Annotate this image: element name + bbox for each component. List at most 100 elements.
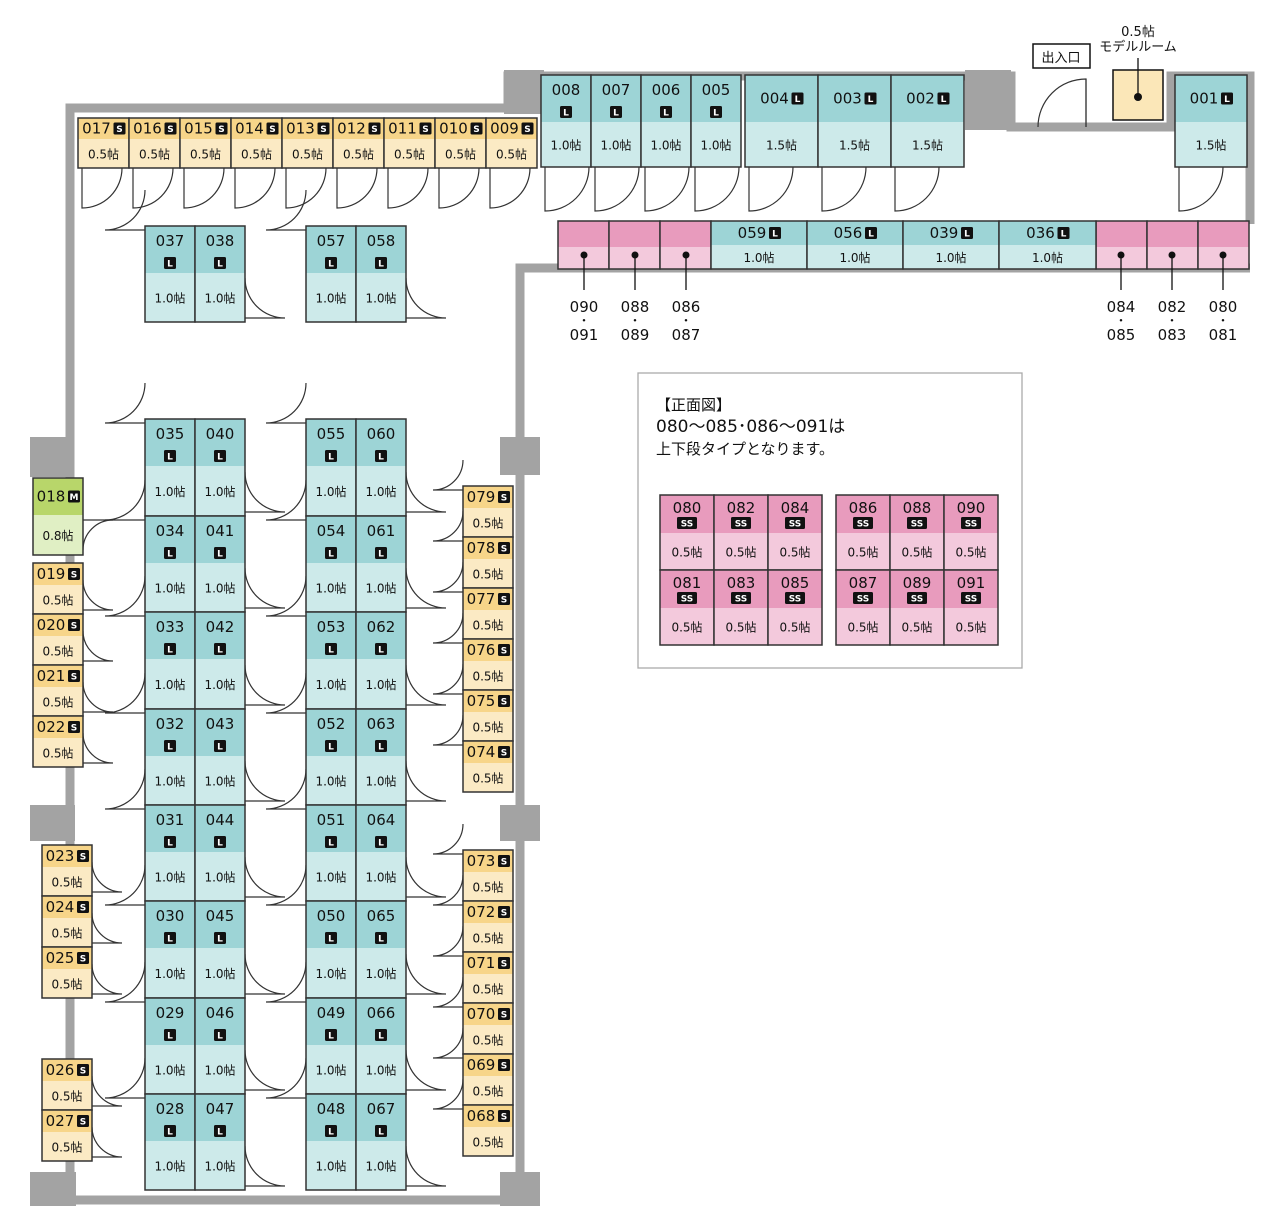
stacked-unit[interactable] bbox=[557, 220, 610, 270]
svg-text:SS: SS bbox=[681, 520, 694, 530]
svg-text:S: S bbox=[71, 622, 77, 632]
unit-number: 007 bbox=[602, 81, 631, 99]
unit-area: 1.0帖 bbox=[154, 291, 185, 306]
size-badge-s: S bbox=[77, 901, 89, 914]
size-badge-l: L bbox=[660, 106, 672, 119]
stacked-unit[interactable] bbox=[1197, 220, 1250, 270]
